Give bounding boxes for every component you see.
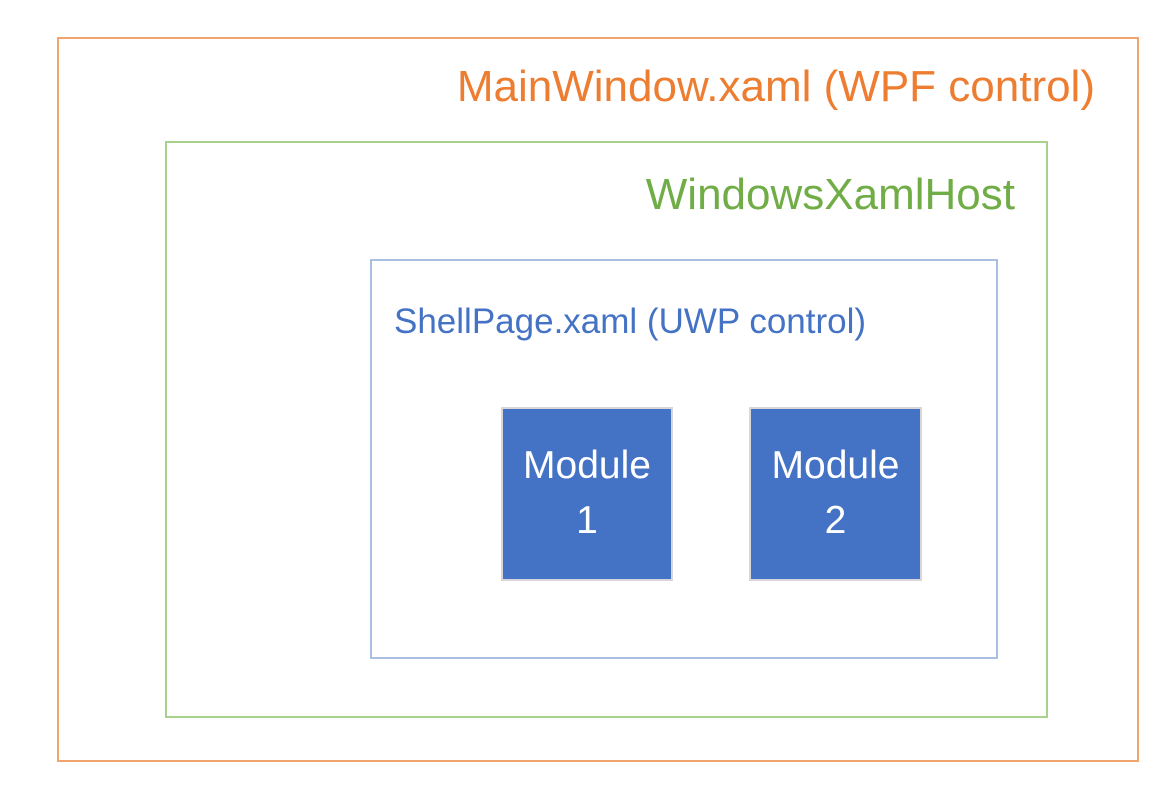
module-2-box: Module 2 [749, 407, 922, 581]
shellpage-uwp-label: ShellPage.xaml (UWP control) [394, 302, 867, 341]
windows-xaml-host-box: WindowsXamlHost ShellPage.xaml (UWP cont… [165, 141, 1048, 718]
mainwindow-wpf-label: MainWindow.xaml (WPF control) [456, 62, 1095, 111]
shellpage-uwp-box: ShellPage.xaml (UWP control) Module 1 Mo… [370, 259, 998, 659]
windows-xaml-host-label: WindowsXamlHost [645, 170, 1015, 219]
module-1-name: Module [523, 444, 651, 488]
module-2-number: 2 [824, 499, 847, 542]
module-2-name: Module [771, 444, 900, 488]
module-1-number: 1 [576, 499, 598, 542]
mainwindow-wpf-box: MainWindow.xaml (WPF control) WindowsXam… [57, 37, 1139, 762]
module-1-box: Module 1 [501, 407, 673, 581]
